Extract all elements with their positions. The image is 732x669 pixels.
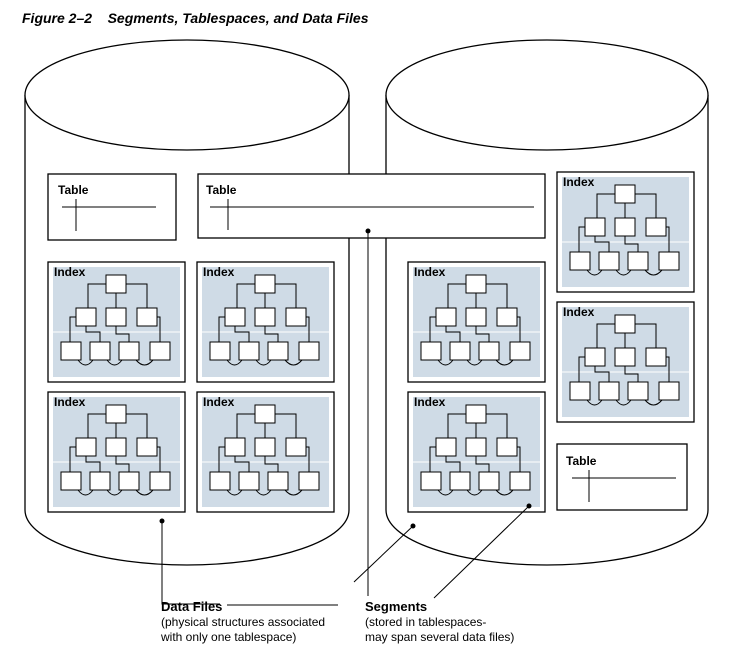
table-label: Table bbox=[206, 183, 237, 197]
callout-data-files-line2: with only one tablespace) bbox=[160, 630, 296, 644]
callout-data-files: Data Files (physical structures associat… bbox=[160, 599, 338, 644]
index-segment: Index bbox=[407, 391, 546, 513]
index-label: Index bbox=[203, 265, 235, 279]
table-label: Table bbox=[566, 454, 597, 468]
index-segment: Index bbox=[556, 301, 695, 423]
figure-number: Figure 2–2 bbox=[22, 10, 93, 26]
index-segment: Index bbox=[196, 391, 335, 513]
table-segment-left: Table bbox=[47, 173, 177, 241]
index-label: Index bbox=[563, 175, 595, 189]
index-label: Index bbox=[414, 395, 446, 409]
callout-segments-title: Segments bbox=[365, 599, 427, 614]
index-segment: Index bbox=[407, 261, 546, 383]
table-label: Table bbox=[58, 183, 89, 197]
index-segment: Index bbox=[196, 261, 335, 383]
index-label: Index bbox=[54, 265, 86, 279]
index-segment: Index bbox=[47, 391, 186, 513]
index-label: Index bbox=[54, 395, 86, 409]
index-label: Index bbox=[414, 265, 446, 279]
index-segment: Index bbox=[47, 261, 186, 383]
callout-segments: Segments (stored in tablespaces- may spa… bbox=[365, 599, 514, 644]
table-segment-spanning: Table bbox=[197, 173, 546, 239]
callout-segments-line2: may span several data files) bbox=[365, 630, 514, 644]
callout-segments-line1: (stored in tablespaces- bbox=[365, 615, 486, 629]
index-label: Index bbox=[203, 395, 235, 409]
index-segment: Index bbox=[556, 171, 695, 293]
figure-caption: Segments, Tablespaces, and Data Files bbox=[107, 10, 369, 26]
callout-data-files-line1: (physical structures associated bbox=[161, 615, 325, 629]
callout-data-files-title: Data Files bbox=[161, 599, 222, 614]
callout-lines bbox=[159, 228, 532, 605]
index-label: Index bbox=[563, 305, 595, 319]
figure-title: Figure 2–2 Segments, Tablespaces, and Da… bbox=[22, 10, 369, 26]
table-segment-right: Table bbox=[556, 443, 688, 511]
